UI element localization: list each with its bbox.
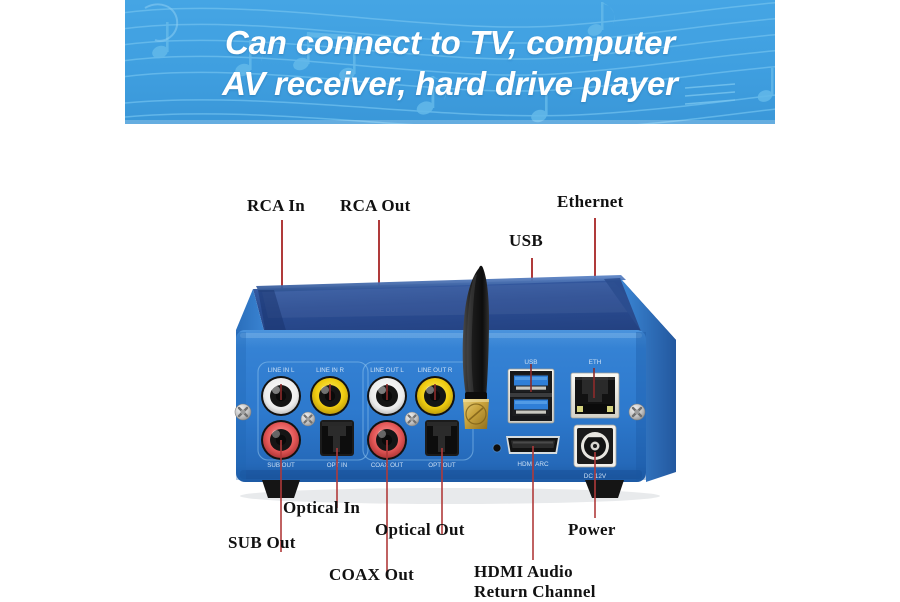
callout-power: Power [568,520,616,539]
chassis-screw-right [628,403,646,421]
coax-out-rca-jack [367,420,407,460]
banner-line-2: AV receiver, hard drive player [222,65,678,102]
callout-optical-in: Optical In [283,498,361,517]
leader-rca-out-stem [378,220,380,348]
line-out-l-rca-jack [367,376,407,416]
callout-usb: USB [509,231,543,250]
callout-sub-out: SUB Out [228,533,296,552]
silk-opt-out: OPT OUT [428,462,456,469]
callout-hdmi-arc-line1: HDMI Audio [474,562,573,581]
leader-rca-out-left [378,347,380,405]
header-banner: Can connect to TV, computer AV receiver,… [125,0,775,124]
musical-notes-watermark [125,0,775,124]
silk-line-in-l: LINE IN L [268,367,295,374]
silk-hdmi-arc: HDMI ARC [517,461,549,468]
silk-opt-in: OPT IN [327,462,348,469]
opt-out-toslink-port [425,420,459,456]
leader-rca-in-fork [273,347,331,349]
leader-rca-in-stem [281,220,283,348]
leader-usb [531,258,533,396]
hdmi-arc-port [506,436,560,454]
callout-rca-out: RCA Out [340,196,411,215]
sub-out-rca-jack [261,420,301,460]
chassis-screw-left [234,403,252,421]
opt-in-toslink-port [320,420,354,456]
leader-ethernet [594,218,596,398]
callout-hdmi-arc: HDMI Audio Return Channel [474,562,604,602]
silk-line-out-l: LINE OUT L [370,367,404,374]
banner-text: Can connect to TV, computer AV receiver,… [125,0,775,104]
callout-rca-in: RCA In [247,196,306,215]
leader-rca-in-left [273,347,275,405]
silk-sub-out: SUB OUT [267,462,295,469]
callout-coax-out: COAX Out [329,565,415,584]
callout-optical-out: Optical Out [375,520,465,539]
callout-hdmi-arc-line2: Return Channel [474,582,596,601]
panel-screw-left-mid [300,411,316,427]
panel-screw-right-mid [404,411,420,427]
line-in-l-rca-jack [261,376,301,416]
callout-ethernet: Ethernet [557,192,624,211]
wifi-antenna [462,265,489,429]
leader-rca-out-right [435,347,437,405]
leader-rca-out-fork [378,347,436,349]
banner-line-1: Can connect to TV, computer [225,24,675,61]
banner-bottom-edge [125,120,775,124]
leader-rca-in-right [330,347,332,405]
silk-dc-12v: DC 12V [584,473,607,480]
silk-coax-out: COAX OUT [371,462,404,469]
dc-power-jack [573,424,617,468]
reset-hole [493,444,501,452]
